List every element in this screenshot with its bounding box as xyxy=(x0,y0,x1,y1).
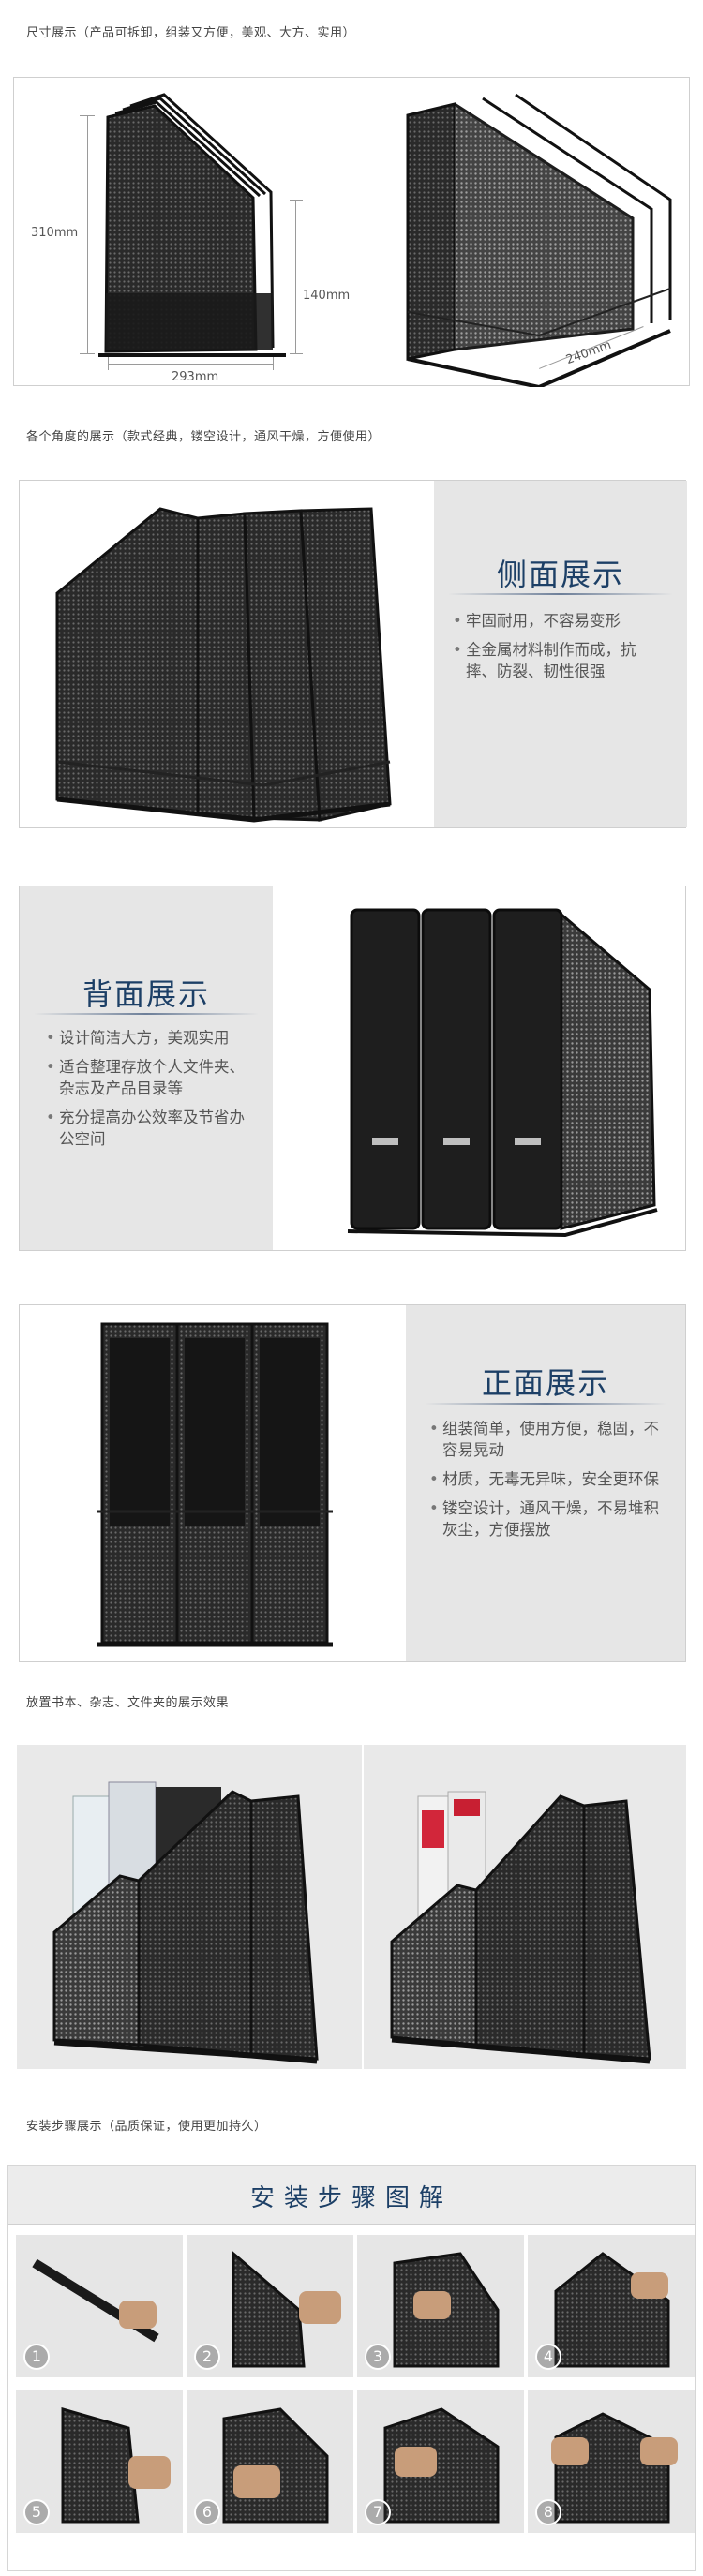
back-title-underline xyxy=(34,1013,259,1015)
side-panel: 侧面展示 牢固耐用，不容易变形 全金属材料制作而成，抗摔、防裂、韧性很强 xyxy=(434,481,687,827)
size-frame: 310mm 293mm 140mm 240mm xyxy=(13,77,690,387)
back-bullets: 设计简洁大方，美观实用 适合整理存放个人文件夹、杂志及产品目录等 充分提高办公效… xyxy=(46,1027,257,1157)
side-title-underline xyxy=(448,593,673,595)
install-frame: 安装步骤图解 1 2 3 4 5 6 7 8 xyxy=(7,2165,696,2571)
step-number-2: 2 xyxy=(194,2344,220,2370)
back-bullet-2: 适合整理存放个人文件夹、杂志及产品目录等 xyxy=(46,1056,257,1099)
back-bullet-1: 设计简洁大方，美观实用 xyxy=(46,1027,257,1049)
install-step-8: 8 xyxy=(528,2390,695,2533)
placement-photo-left xyxy=(17,1745,362,2069)
front-title-underline xyxy=(425,1403,666,1405)
install-header: 安装步骤图解 xyxy=(8,2166,695,2225)
back-title: 背面展示 xyxy=(82,976,210,1012)
step-number-5: 5 xyxy=(23,2499,50,2525)
side-bullet-1: 牢固耐用，不容易变形 xyxy=(453,610,664,632)
front-product-image xyxy=(97,1322,333,1647)
install-step-7: 7 xyxy=(357,2390,524,2533)
placement-image-left xyxy=(52,1781,319,2064)
install-step-2: 2 xyxy=(187,2235,353,2377)
size-illustration xyxy=(80,93,672,387)
caption-placement: 放置书本、杂志、文件夹的展示效果 xyxy=(26,1696,230,1710)
install-step-3: 3 xyxy=(357,2235,524,2377)
back-product-image xyxy=(347,908,658,1238)
dim-height: 310mm xyxy=(31,226,79,240)
step-number-3: 3 xyxy=(365,2344,391,2370)
install-step-5: 5 xyxy=(16,2390,183,2533)
front-panel: 正面展示 组装简单，使用方便，稳固，不容易晃动 材质，无毒无异味，安全更环保 镂… xyxy=(406,1305,685,1661)
front-bullet-3: 镂空设计，通风干燥，不易堆积灰尘，方便摆放 xyxy=(429,1497,668,1541)
caption-install: 安装步骤展示（品质保证，使用更加持久） xyxy=(26,2120,267,2134)
caption-angles: 各个角度的展示（款式经典，镂空设计，通风干燥，方便使用） xyxy=(26,430,381,444)
placement-image-right xyxy=(390,1791,651,2064)
install-step-4: 4 xyxy=(528,2235,695,2377)
dim-front-height: 140mm xyxy=(303,289,351,303)
install-step-6: 6 xyxy=(187,2390,353,2533)
side-title: 侧面展示 xyxy=(496,557,624,592)
dim-depth: 293mm xyxy=(172,370,219,384)
install-title: 安装步骤图解 xyxy=(249,2184,453,2212)
step-number-6: 6 xyxy=(194,2499,220,2525)
front-title: 正面展示 xyxy=(481,1365,609,1401)
side-bullets: 牢固耐用，不容易变形 全金属材料制作而成，抗摔、防裂、韧性很强 xyxy=(453,610,664,690)
step-number-7: 7 xyxy=(365,2499,391,2525)
side-bullet-2: 全金属材料制作而成，抗摔、防裂、韧性很强 xyxy=(453,639,664,682)
step-number-1: 1 xyxy=(23,2344,50,2370)
install-step-1: 1 xyxy=(16,2235,183,2377)
step-number-8: 8 xyxy=(535,2499,561,2525)
front-bullets: 组装简单，使用方便，稳固，不容易晃动 材质，无毒无异味，安全更环保 镂空设计，通… xyxy=(429,1418,668,1548)
front-frame: 正面展示 组装简单，使用方便，稳固，不容易晃动 材质，无毒无异味，安全更环保 镂… xyxy=(19,1304,686,1662)
back-frame: 背面展示 设计简洁大方，美观实用 适合整理存放个人文件夹、杂志及产品目录等 充分… xyxy=(19,886,686,1251)
caption-size: 尺寸展示（产品可拆卸，组装又方便，美观、大方、实用） xyxy=(26,26,356,40)
back-bullet-3: 充分提高办公效率及节省办公空间 xyxy=(46,1107,257,1150)
front-bullet-2: 材质，无毒无异味，安全更环保 xyxy=(429,1468,668,1490)
side-frame: 侧面展示 牢固耐用，不容易变形 全金属材料制作而成，抗摔、防裂、韧性很强 xyxy=(19,480,687,828)
back-panel: 背面展示 设计简洁大方，美观实用 适合整理存放个人文件夹、杂志及产品目录等 充分… xyxy=(20,886,273,1250)
side-product-image xyxy=(55,507,392,823)
front-bullet-1: 组装简单，使用方便，稳固，不容易晃动 xyxy=(429,1418,668,1461)
step-number-4: 4 xyxy=(535,2344,561,2370)
placement-photo-right xyxy=(364,1745,686,2069)
